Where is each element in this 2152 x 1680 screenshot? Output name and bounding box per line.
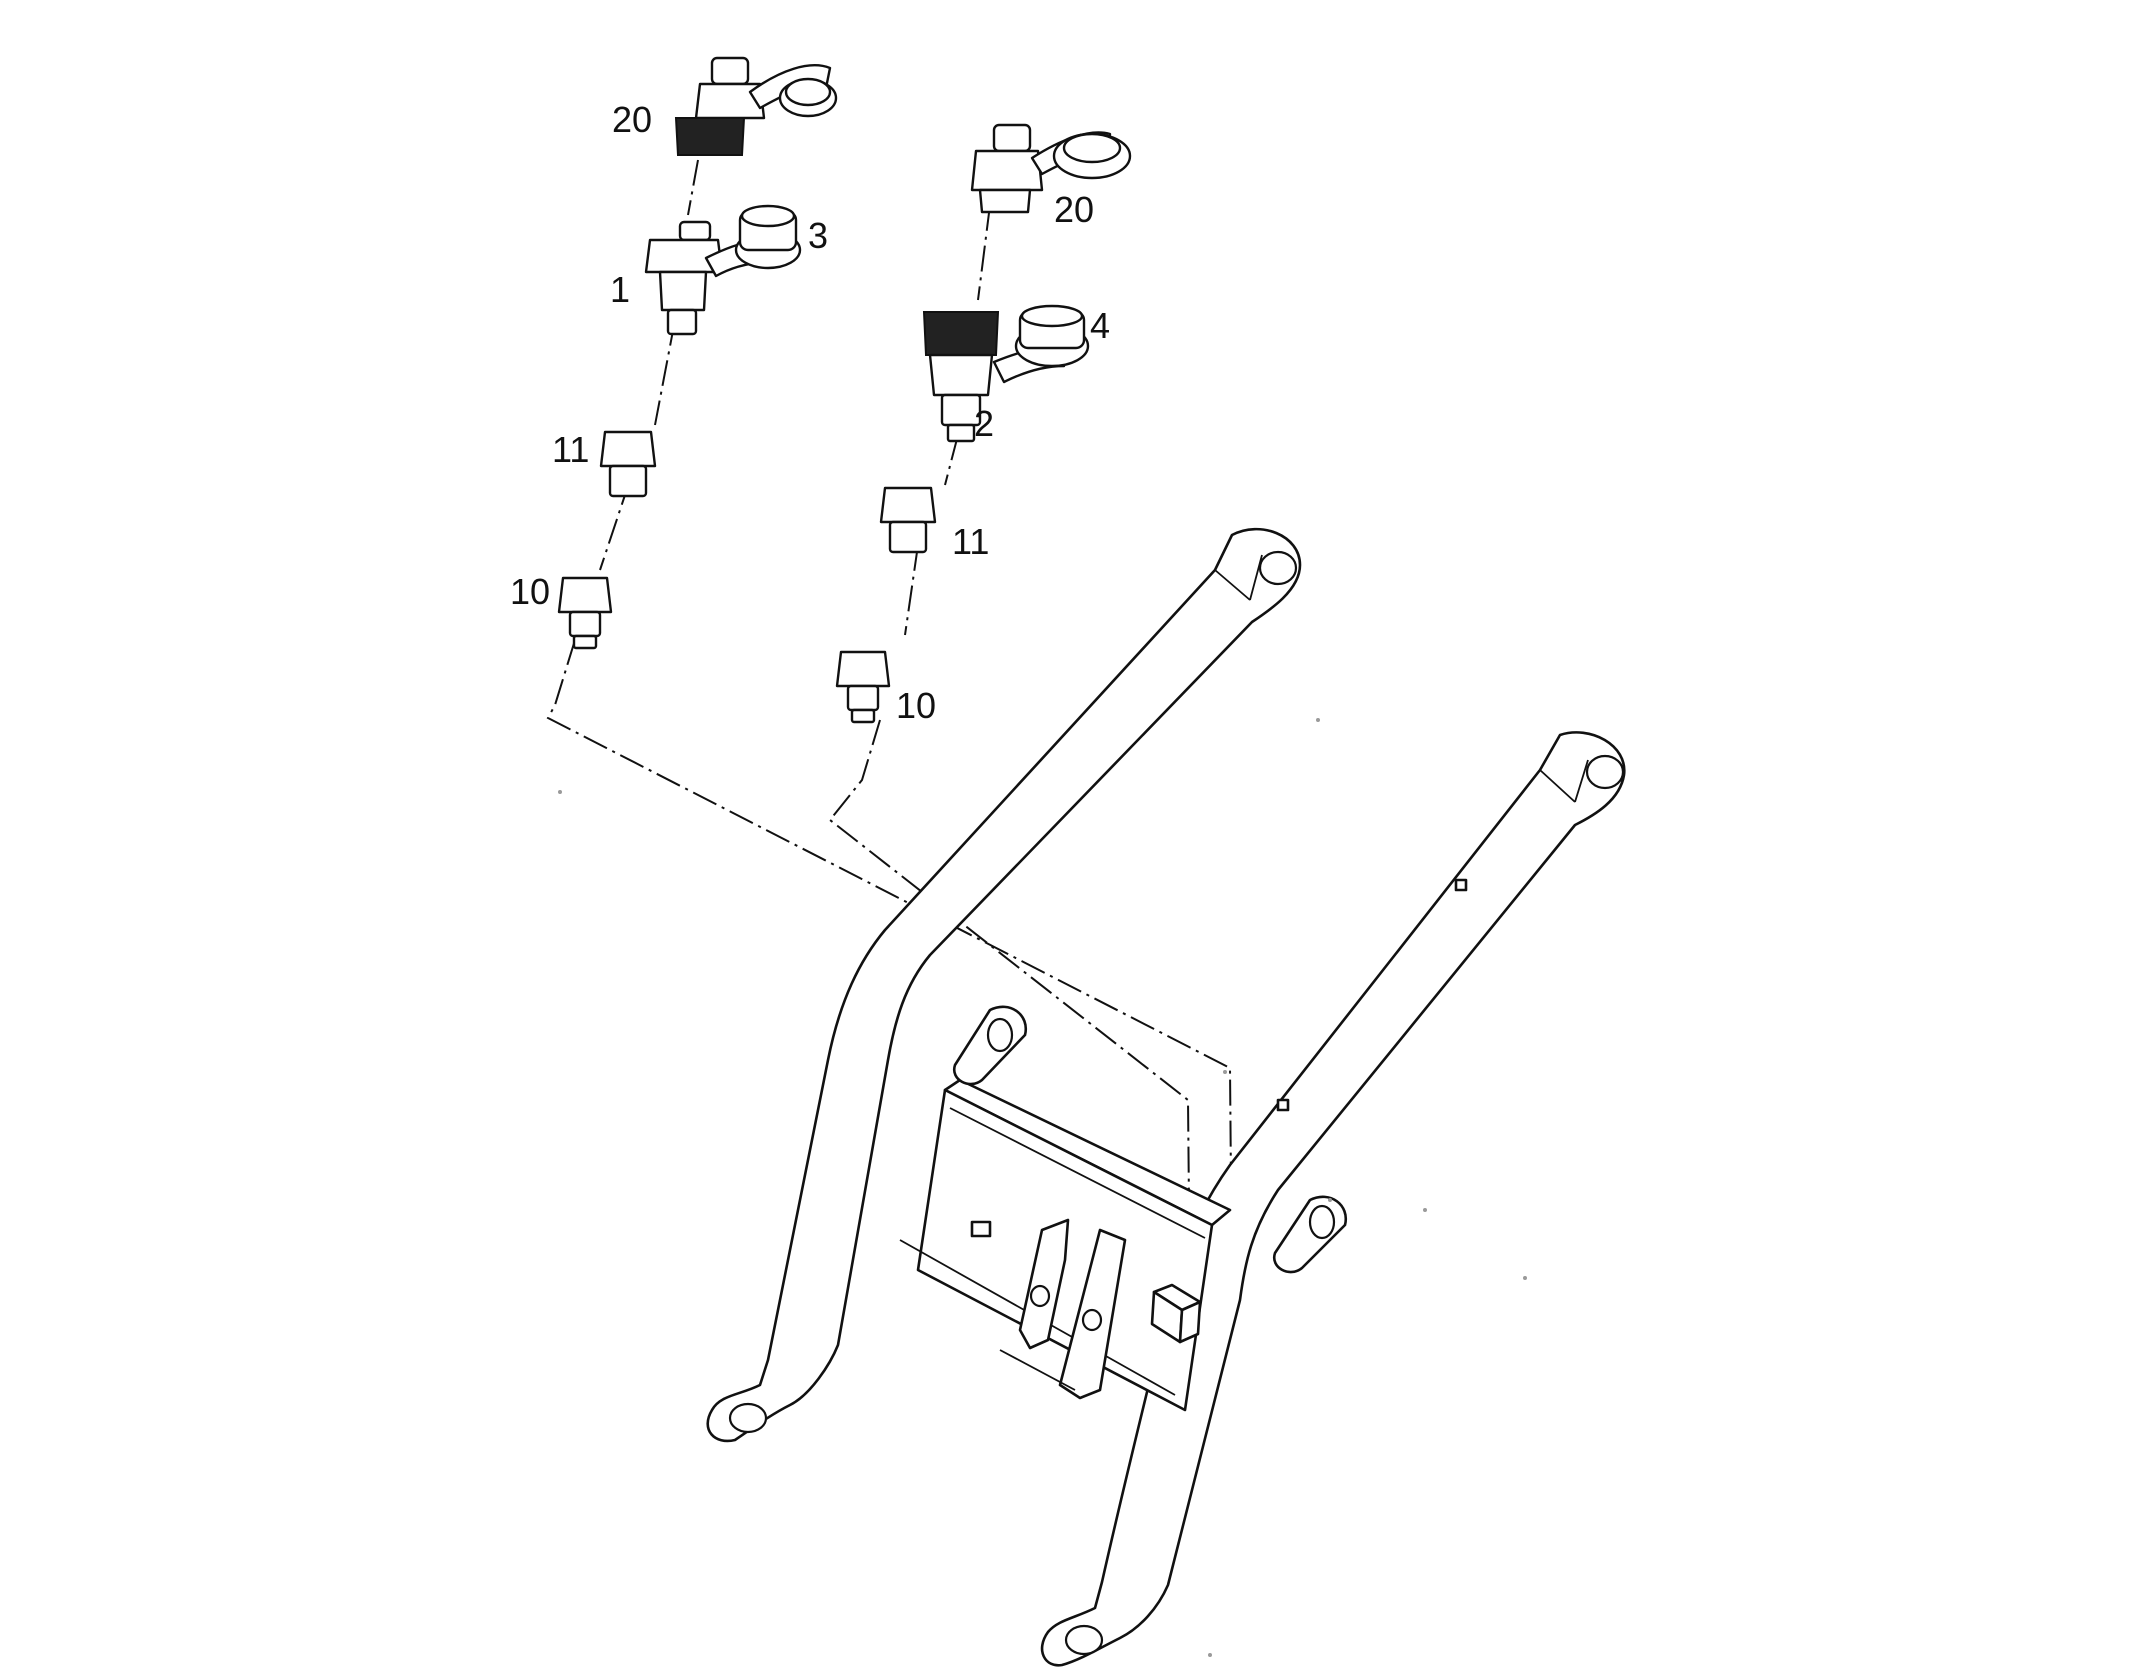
assembly-lines <box>546 159 1233 1311</box>
callout-labels: 20 20 3 1 4 2 11 11 10 10 <box>510 99 1110 726</box>
dust-cap-3 <box>704 204 802 278</box>
callout-11-left: 11 <box>552 429 589 470</box>
adapter-10-left <box>557 576 613 650</box>
callout-10-right: 10 <box>896 685 936 726</box>
adapter-11-left <box>599 430 657 498</box>
callout-1: 1 <box>610 269 630 310</box>
callout-11-right: 11 <box>952 521 989 562</box>
coupler-cap-20-right <box>970 123 1132 214</box>
callout-3: 3 <box>808 215 828 256</box>
callout-2: 2 <box>974 403 994 444</box>
coupler-cap-20-left <box>674 56 838 156</box>
dust-cap-4 <box>992 304 1090 384</box>
adapter-10-right <box>835 650 891 724</box>
coupler-2-right <box>922 311 1000 443</box>
scan-specks <box>558 718 1527 1657</box>
adapter-11-right <box>879 486 937 554</box>
callout-4: 4 <box>1090 305 1110 346</box>
loader-frame <box>706 527 1626 1667</box>
callout-20-right: 20 <box>1054 189 1094 230</box>
callout-10-left: 10 <box>510 571 550 612</box>
callout-20-left: 20 <box>612 99 652 140</box>
coupler-1-left <box>644 220 724 336</box>
